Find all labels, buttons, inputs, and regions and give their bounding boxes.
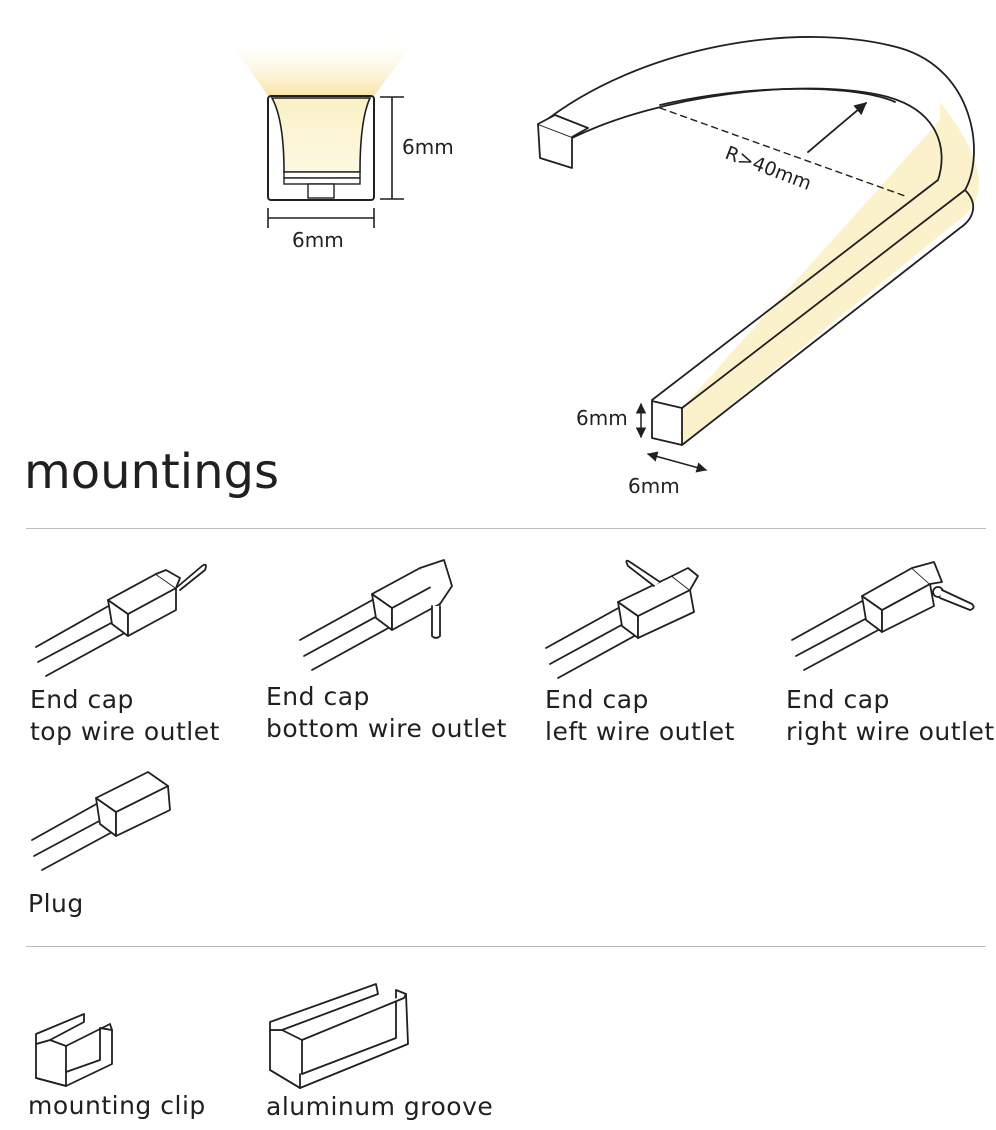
mounting-label-line2: top wire outlet (30, 717, 220, 746)
mounting-label-line1: End cap (545, 685, 649, 714)
section-divider-top (26, 528, 986, 529)
mounting-label-line1: End cap (786, 685, 890, 714)
end-cap-right-wire-outlet-icon (791, 561, 975, 671)
aluminum-groove-icon (269, 983, 409, 1089)
mounting-label-line2: left wire outlet (545, 717, 735, 746)
diffuser-lens (270, 97, 372, 173)
mounting-label-line1: End cap (266, 682, 370, 711)
end-cap-top-wire-outlet-icon (35, 563, 207, 677)
plug-icon (31, 771, 171, 871)
profile-cross-section (225, 34, 420, 228)
bend-end-width-label: 6mm (628, 474, 680, 498)
radius-dashed-line (659, 107, 906, 197)
accessory-label-aluminum-groove: aluminum groove (266, 1092, 494, 1121)
bend-end-height-label: 6mm (576, 406, 628, 430)
wire-channel (307, 183, 335, 199)
mounting-label-left-wire-outlet: End cap left wire outlet (545, 684, 735, 748)
pcb-base (283, 177, 361, 185)
mounting-clip-icon (35, 1013, 113, 1087)
radius-arrow (807, 102, 867, 153)
mounting-label-line2: bottom wire outlet (266, 714, 507, 743)
end-cap-left-wire-outlet-icon (545, 559, 699, 679)
profile-width-label: 6mm (292, 228, 344, 252)
strip-glow-side (682, 102, 979, 445)
light-beam (225, 34, 420, 96)
strip-right-end (651, 400, 683, 446)
mounting-label-line1: End cap (30, 685, 134, 714)
bend-radius-diagram (537, 36, 979, 473)
mounting-label-bottom-wire-outlet: End cap bottom wire outlet (266, 681, 507, 745)
end-cap-bottom-wire-outlet-icon (299, 559, 453, 671)
led-strip (283, 171, 361, 179)
profile-height-label: 6mm (402, 135, 454, 159)
section-divider-bottom (26, 946, 986, 947)
mounting-label-plug: Plug (28, 888, 84, 920)
strip-outer-edge (539, 36, 975, 409)
mounting-label-line2: right wire outlet (786, 717, 995, 746)
accessory-label-mounting-clip: mounting clip (28, 1091, 206, 1120)
mounting-label-line1: Plug (28, 889, 84, 918)
mounting-label-right-wire-outlet: End cap right wire outlet (786, 684, 995, 748)
section-title: mountings (24, 444, 280, 500)
end-width-dimension (646, 451, 708, 473)
mounting-label-top-wire-outlet: End cap top wire outlet (30, 684, 220, 748)
